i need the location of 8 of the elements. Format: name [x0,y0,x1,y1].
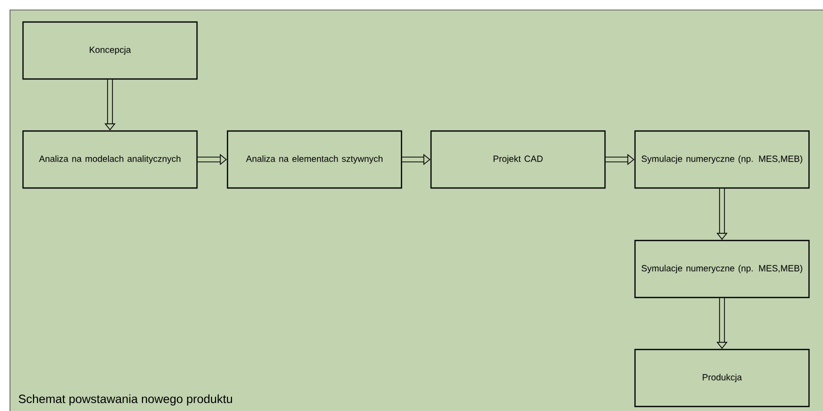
process-box: Analiza na modelach analitycznych [22,130,198,189]
process-box: Symulacje numeryczne (np. MES,MEB) [634,240,810,298]
process-box: Koncepcja [22,21,198,80]
process-box: Symulacje numeryczne (np. MES,MEB) [634,130,810,189]
process-box: Produkcja [634,348,810,408]
process-box: Analiza na elementach sztywnych [226,130,402,189]
caption: Schemat powstawania nowego produktu [18,394,232,406]
process-box: Projekt CAD [430,130,606,189]
